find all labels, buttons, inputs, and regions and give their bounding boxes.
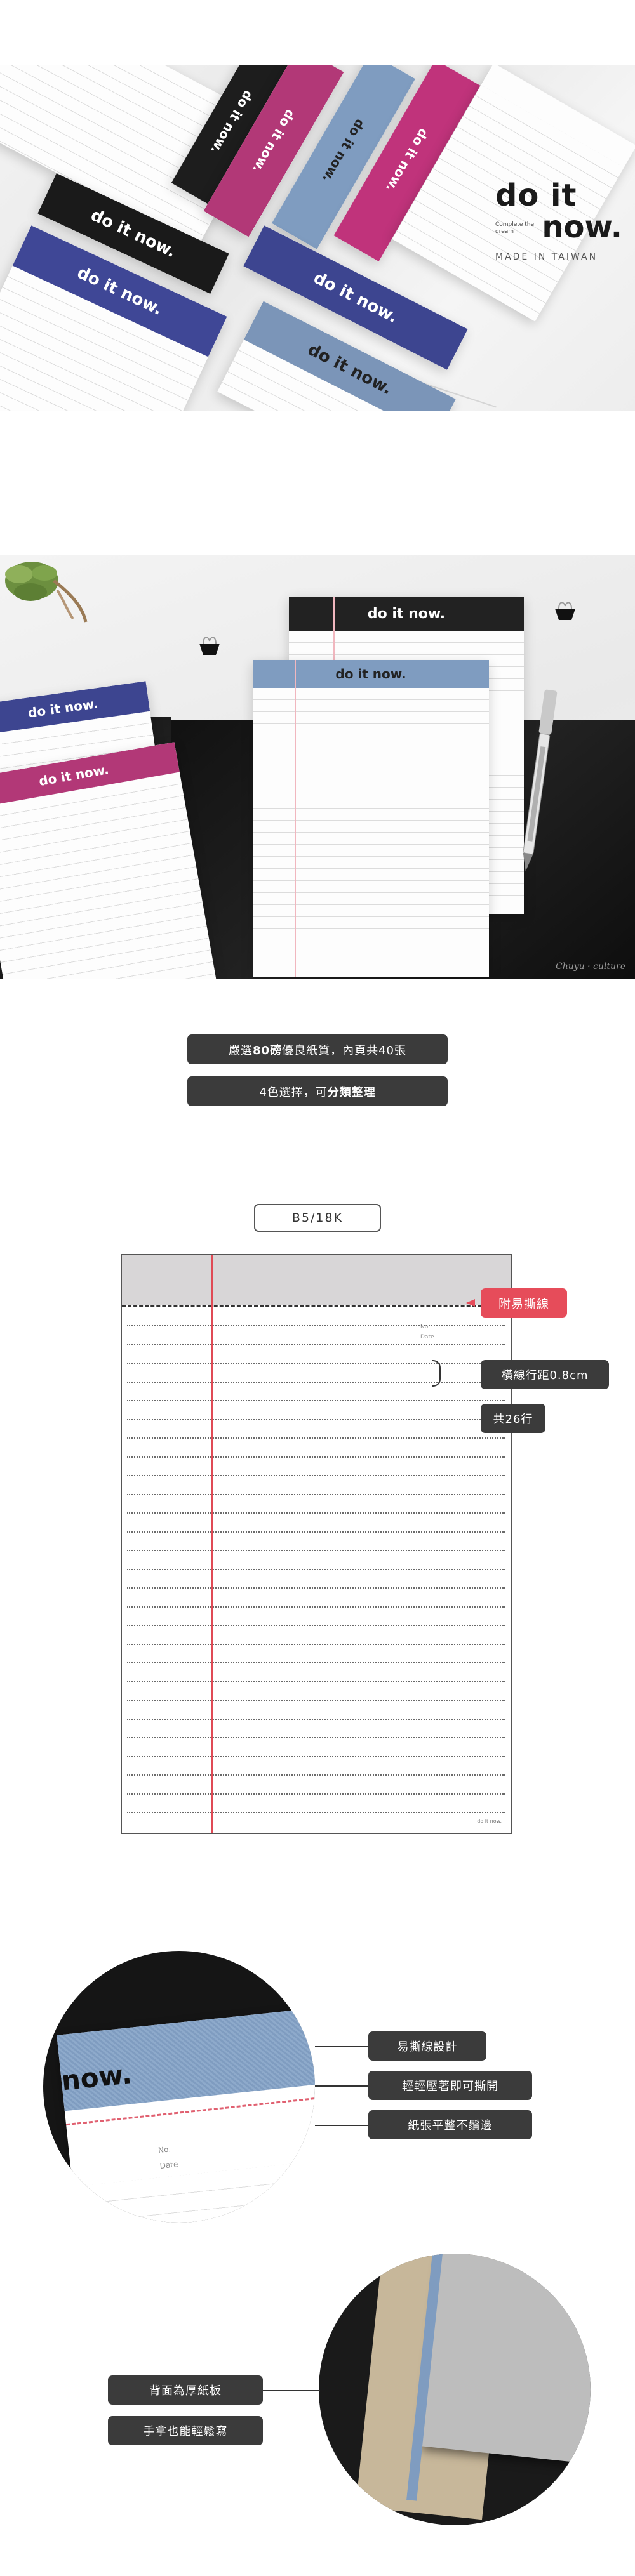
ruled-line [127, 1568, 505, 1570]
photo-signature: Chuyu · culture [556, 961, 625, 972]
connector-line [263, 2390, 320, 2391]
ruled-line [127, 1344, 505, 1345]
zoomed-no: No. [157, 2144, 171, 2155]
spec-text-1: 嚴選 [229, 1043, 253, 1057]
sheet-header-band [122, 1255, 511, 1305]
detail2-pill-1: 手拿也能輕鬆寫 [108, 2416, 263, 2445]
ruled-line [127, 1493, 505, 1495]
ruled-line [127, 1793, 505, 1795]
zoomed-date: Date [159, 2160, 178, 2171]
detail-circle-tearline: now. No. Date [43, 1951, 315, 2223]
ruled-line [127, 1643, 505, 1645]
product-scene: do it now. do it now. do it now. do it n… [0, 555, 635, 979]
brand-logo: do it Complete the dream now. MADE IN TA… [495, 180, 622, 262]
tear-line-callout: 附易撕線 [481, 1288, 567, 1318]
zoomed-lines [72, 2158, 315, 2223]
ruled-line [127, 1774, 505, 1776]
hero-banner: do it now. do it now. do it now. do it n… [0, 65, 635, 411]
binder-clip-icon [555, 602, 575, 620]
spec-text-2: 4色選擇，可 [259, 1085, 328, 1099]
notepad-light-blue-front: do it now. [253, 660, 489, 977]
spec-bold-2: 分類整理 [327, 1085, 376, 1099]
connector-line [315, 2046, 368, 2047]
gray-board [422, 2254, 591, 2466]
ruled-line [127, 1456, 505, 1458]
ruled-line [127, 1475, 505, 1476]
ruled-line [127, 1606, 505, 1608]
tear-perforation-line [122, 1305, 511, 1307]
logo-line-1: do it [495, 178, 577, 213]
ruled-line [127, 1625, 505, 1626]
ruled-line [127, 1325, 505, 1326]
connector-line [315, 2085, 368, 2087]
no-label: No. [420, 1324, 430, 1330]
row-count-callout: 共26行 [481, 1404, 545, 1433]
ruled-line [127, 1418, 505, 1420]
tear-arrow-icon [466, 1299, 475, 1307]
zoomed-sheet: now. No. Date [57, 2007, 315, 2223]
spec-text-1b: 優良紙質，內頁共40張 [282, 1043, 406, 1057]
ruled-line [127, 1718, 505, 1720]
spec-pill-colors: 4色選擇，可分類整理 [187, 1076, 448, 1106]
ruled-line [127, 1363, 505, 1364]
line-spacing-callout: 橫線行距0.8cm [481, 1360, 609, 1389]
logo-tagline: Complete the dream [495, 221, 535, 235]
ruled-line [127, 1550, 505, 1551]
detail1-pill-2: 紙張平整不鬚邊 [368, 2110, 532, 2139]
zoomed-band: now. [57, 2007, 315, 2111]
succulent-plant-icon [5, 562, 88, 623]
ruled-line [127, 1681, 505, 1682]
spacing-brace-icon [432, 1360, 441, 1387]
date-label: Date [420, 1334, 434, 1340]
margin-red-line [211, 1255, 213, 1833]
spec-bold-1: 80磅 [253, 1043, 283, 1057]
size-label: B5/18K [254, 1204, 381, 1232]
ruled-line [127, 1381, 505, 1383]
detail1-pill-0: 易撕線設計 [368, 2031, 486, 2061]
ruled-line [127, 1700, 505, 1701]
ruled-line [127, 1531, 505, 1533]
ruled-line [127, 1437, 505, 1439]
connector-line [315, 2125, 368, 2126]
detail1-pill-1: 輕輕壓著即可撕開 [368, 2071, 532, 2100]
made-in-label: MADE IN TAIWAN [495, 252, 598, 262]
ruled-line [127, 1755, 505, 1757]
ruled-line [127, 1400, 505, 1401]
detail2-pill-0: 背面為厚紙板 [108, 2375, 263, 2405]
zoomed-brand: now. [60, 2058, 133, 2097]
sheet-diagram: No. Date do it now. [121, 1254, 512, 1834]
pad-band-label: do it now. [289, 597, 524, 631]
detail-circle-backboard [319, 2254, 591, 2525]
pad-band-label: do it now. [253, 660, 489, 688]
ruled-line [127, 1512, 505, 1514]
ruled-line [127, 1662, 505, 1663]
pen-icon [523, 689, 558, 871]
logo-line-2: now. [542, 209, 622, 245]
ruled-line [127, 1737, 505, 1738]
ruled-line [127, 1587, 505, 1589]
sheet-footer-brand: do it now. [477, 1818, 502, 1824]
binder-clip-icon [199, 637, 220, 655]
ruled-line [127, 1812, 505, 1813]
